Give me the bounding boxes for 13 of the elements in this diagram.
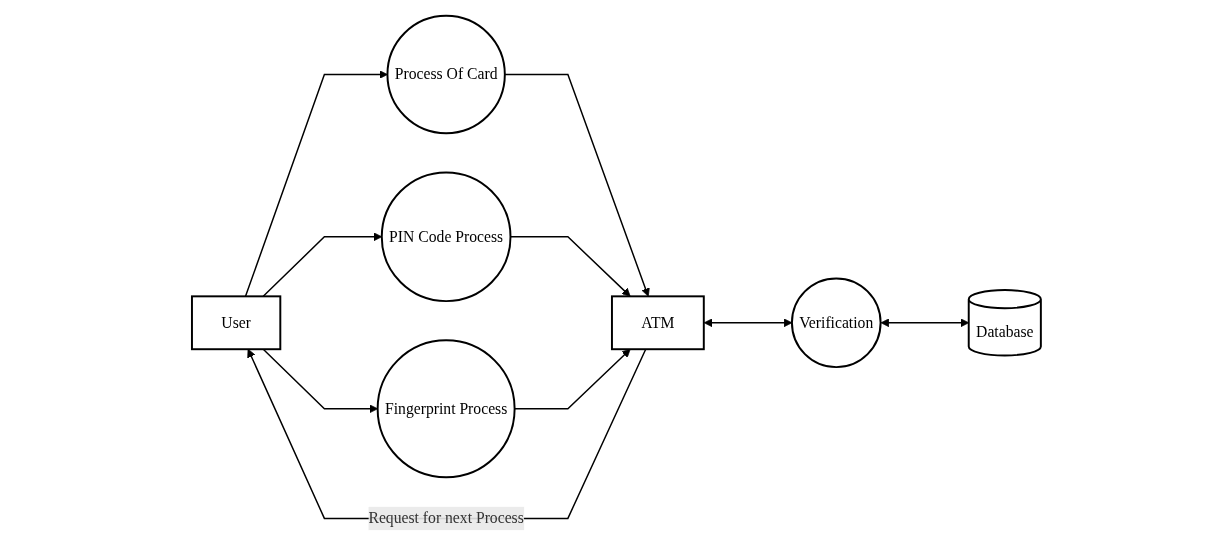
arrow bbox=[703, 317, 792, 327]
arrow bbox=[262, 231, 382, 297]
node-box: ATM bbox=[610, 294, 705, 350]
node-circle: Verification bbox=[790, 276, 882, 368]
node-circle: Fingerprint Process bbox=[376, 338, 516, 478]
edge-label: Request for next Process bbox=[368, 509, 524, 526]
arrow bbox=[262, 348, 378, 413]
arrow bbox=[244, 69, 388, 297]
arrow bbox=[880, 317, 969, 327]
arrow bbox=[246, 348, 647, 519]
node-circle: PIN Code Process bbox=[380, 170, 512, 302]
node-circle: Process Of Card bbox=[386, 14, 506, 134]
node-box: User bbox=[190, 294, 281, 350]
